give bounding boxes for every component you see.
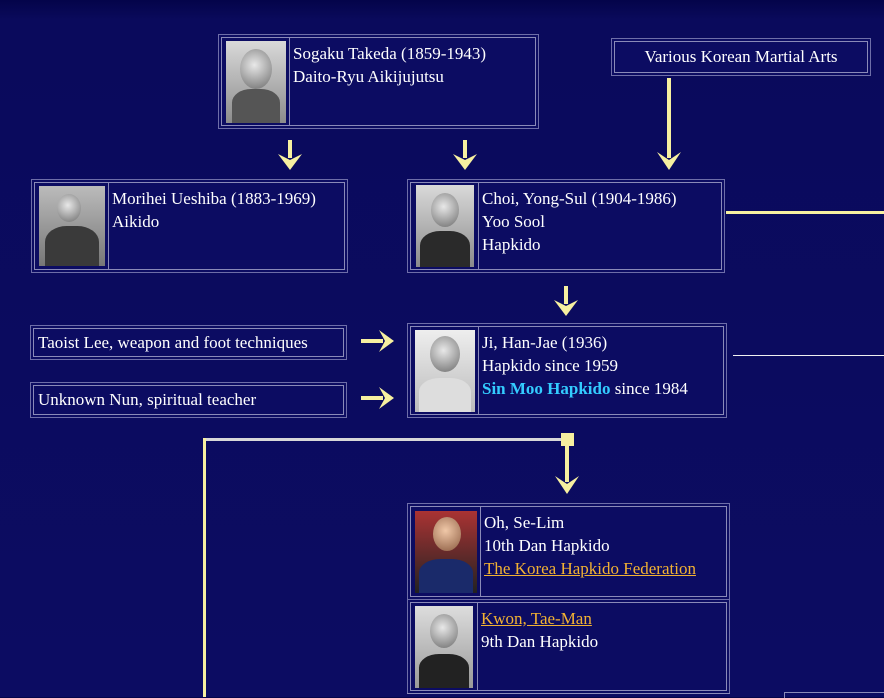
- ueshiba-name: Morihei Ueshiba (1883-1969): [112, 189, 316, 208]
- arrow-down-icon: [657, 78, 681, 170]
- oh-card: Oh, Se-Lim 10th Dan Hapkido The Korea Ha…: [407, 503, 730, 600]
- ji-name: Ji, Han-Jae (1936): [482, 333, 608, 352]
- korean-arts-label: Various Korean Martial Arts: [644, 47, 838, 66]
- unknown-nun-label: Unknown Nun, spiritual teacher: [38, 390, 257, 409]
- takeda-photo: [225, 40, 286, 123]
- ueshiba-style: Aikido: [112, 212, 160, 231]
- connector-line: [203, 438, 206, 697]
- takeda-style: Daito-Ryu Aikijujutsu: [293, 67, 444, 86]
- korea-hapkido-federation-link[interactable]: The Korea Hapkido Federation: [484, 559, 696, 578]
- connector-line: [204, 438, 566, 441]
- arrow-down-icon: [555, 446, 579, 494]
- connector-line: [733, 355, 884, 356]
- ji-hapkido: Hapkido since 1959: [482, 356, 618, 375]
- oh-rank: 10th Dan Hapkido: [484, 536, 610, 555]
- oh-name: Oh, Se-Lim: [484, 513, 565, 532]
- arrow-right-icon: [361, 387, 394, 409]
- arrow-right-icon: [361, 330, 394, 352]
- choi-name: Choi, Yong-Sul (1904-1986): [482, 189, 677, 208]
- takeda-name: Sogaku Takeda (1859-1943): [293, 44, 487, 63]
- choi-card: Choi, Yong-Sul (1904-1986) Yoo Sool Hapk…: [407, 179, 725, 273]
- connector-node-icon: [561, 433, 574, 446]
- sin-moo-hapkido-label: Sin Moo Hapkido: [482, 379, 611, 398]
- kwon-rank: 9th Dan Hapkido: [481, 632, 599, 651]
- ueshiba-card: Morihei Ueshiba (1883-1969) Aikido: [31, 179, 348, 273]
- taoist-lee-card: Taoist Lee, weapon and foot techniques: [30, 325, 347, 360]
- next-card-partial: [407, 693, 730, 698]
- kwon-card: Kwon, Tae-Man 9th Dan Hapkido: [407, 599, 730, 694]
- connector-line: [726, 211, 884, 214]
- arrow-down-icon: [554, 286, 578, 316]
- ji-sin-moo: Sin Moo Hapkido since 1984: [482, 377, 688, 400]
- ji-card: Ji, Han-Jae (1936) Hapkido since 1959 Si…: [407, 323, 727, 418]
- choi-style-2: Hapkido: [482, 235, 541, 254]
- oh-photo: [414, 510, 477, 593]
- taoist-lee-label: Taoist Lee, weapon and foot techniques: [38, 332, 308, 352]
- choi-style-1: Yoo Sool: [482, 212, 546, 231]
- arrow-down-icon: [278, 140, 302, 170]
- kwon-name-link[interactable]: Kwon, Tae-Man: [481, 609, 592, 628]
- ueshiba-photo: [38, 186, 105, 266]
- ji-sin-moo-since: since 1984: [610, 379, 688, 398]
- arrow-down-icon: [453, 140, 477, 170]
- unknown-nun-card: Unknown Nun, spiritual teacher: [30, 382, 347, 418]
- korean-arts-card: Various Korean Martial Arts: [611, 38, 871, 76]
- kwon-photo: [415, 605, 473, 688]
- ji-photo: [414, 329, 475, 412]
- right-card-partial: [784, 692, 884, 698]
- choi-photo: [415, 185, 474, 267]
- takeda-card: Sogaku Takeda (1859-1943) Daito-Ryu Aiki…: [218, 34, 539, 129]
